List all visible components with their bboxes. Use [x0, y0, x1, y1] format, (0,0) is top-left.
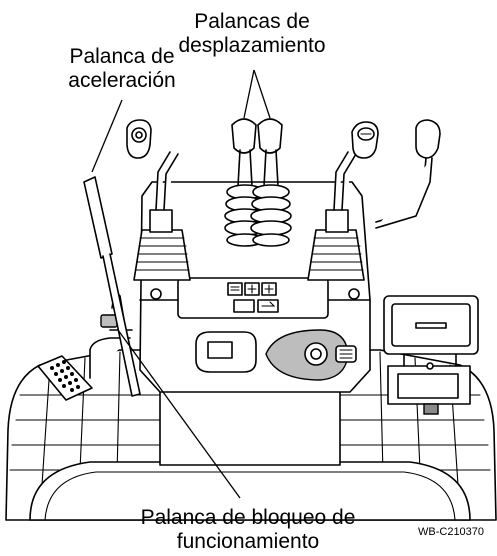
ignition-key-icon: [335, 345, 357, 363]
operator-seat: [5, 349, 497, 521]
left-joystick-icon: [126, 119, 191, 281]
lock-lever-label-line1: Palanca de bloqueo de: [140, 506, 356, 529]
travel-pedal: [37, 337, 131, 401]
travel-levers-label-line2: desplazamiento: [178, 34, 326, 57]
right-armrest: [383, 295, 479, 415]
travel-levers-label-line1: Palancas de: [194, 10, 310, 33]
figure-code: WB-C210370: [418, 526, 485, 538]
lock-lever-label-line2: funcionamiento: [176, 530, 320, 553]
throttle-lever-icon: [83, 176, 141, 397]
auxiliary-lever-icon: [375, 119, 441, 229]
travel-lever-icon: [224, 118, 292, 247]
throttle-lever-label-line2: aceleración: [68, 69, 176, 92]
callout-lines: [91, 69, 271, 499]
throttle-lever-label-line1: Palanca de: [69, 45, 175, 68]
travel-levers-label: Palancas de desplazamiento: [172, 10, 332, 58]
right-joystick-icon: [307, 121, 379, 281]
control-console: [139, 181, 371, 393]
lock-lever-label: Palanca de bloqueo de funcionamiento: [128, 506, 368, 554]
throttle-lever-label: Palanca de aceleración: [52, 45, 192, 93]
